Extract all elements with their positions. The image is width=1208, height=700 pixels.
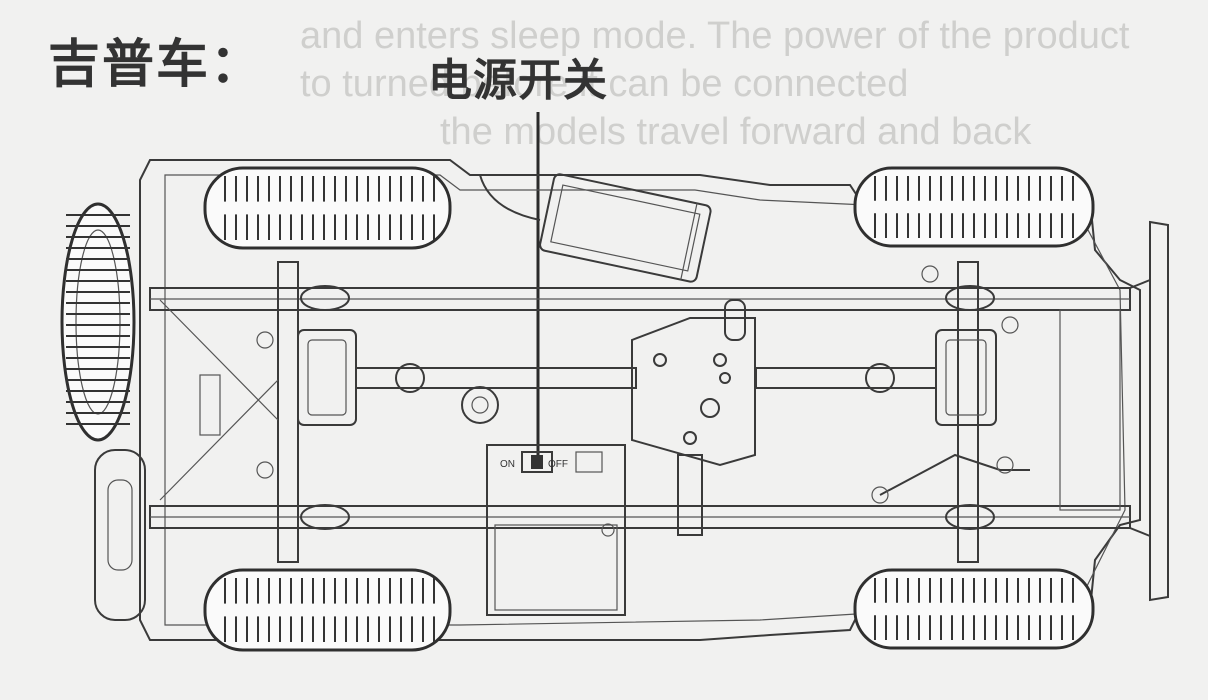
wheel-rear-left [203, 166, 452, 250]
wheel-rear-right [203, 568, 452, 652]
battery-compartment [486, 444, 626, 616]
gearbox-housing [631, 299, 756, 536]
page-title: 吉普车： [48, 35, 265, 95]
motor [539, 173, 712, 283]
frame-rails [149, 287, 1131, 529]
spare-tire [60, 202, 136, 442]
tow-hitch [94, 449, 146, 621]
power-switch[interactable]: ON OFF [500, 451, 603, 473]
switch-off-label: OFF [548, 459, 568, 470]
switch-on-label: ON [500, 459, 515, 470]
wheel-front-right [853, 568, 1095, 650]
wheel-front-left [853, 166, 1095, 248]
power-switch-callout: 电源开关 [428, 55, 608, 106]
body-outline [139, 159, 1141, 641]
driveshaft [355, 363, 937, 424]
front-axle [879, 261, 1030, 563]
front-bumper [1059, 220, 1169, 602]
fastener-bolts [256, 265, 1019, 537]
